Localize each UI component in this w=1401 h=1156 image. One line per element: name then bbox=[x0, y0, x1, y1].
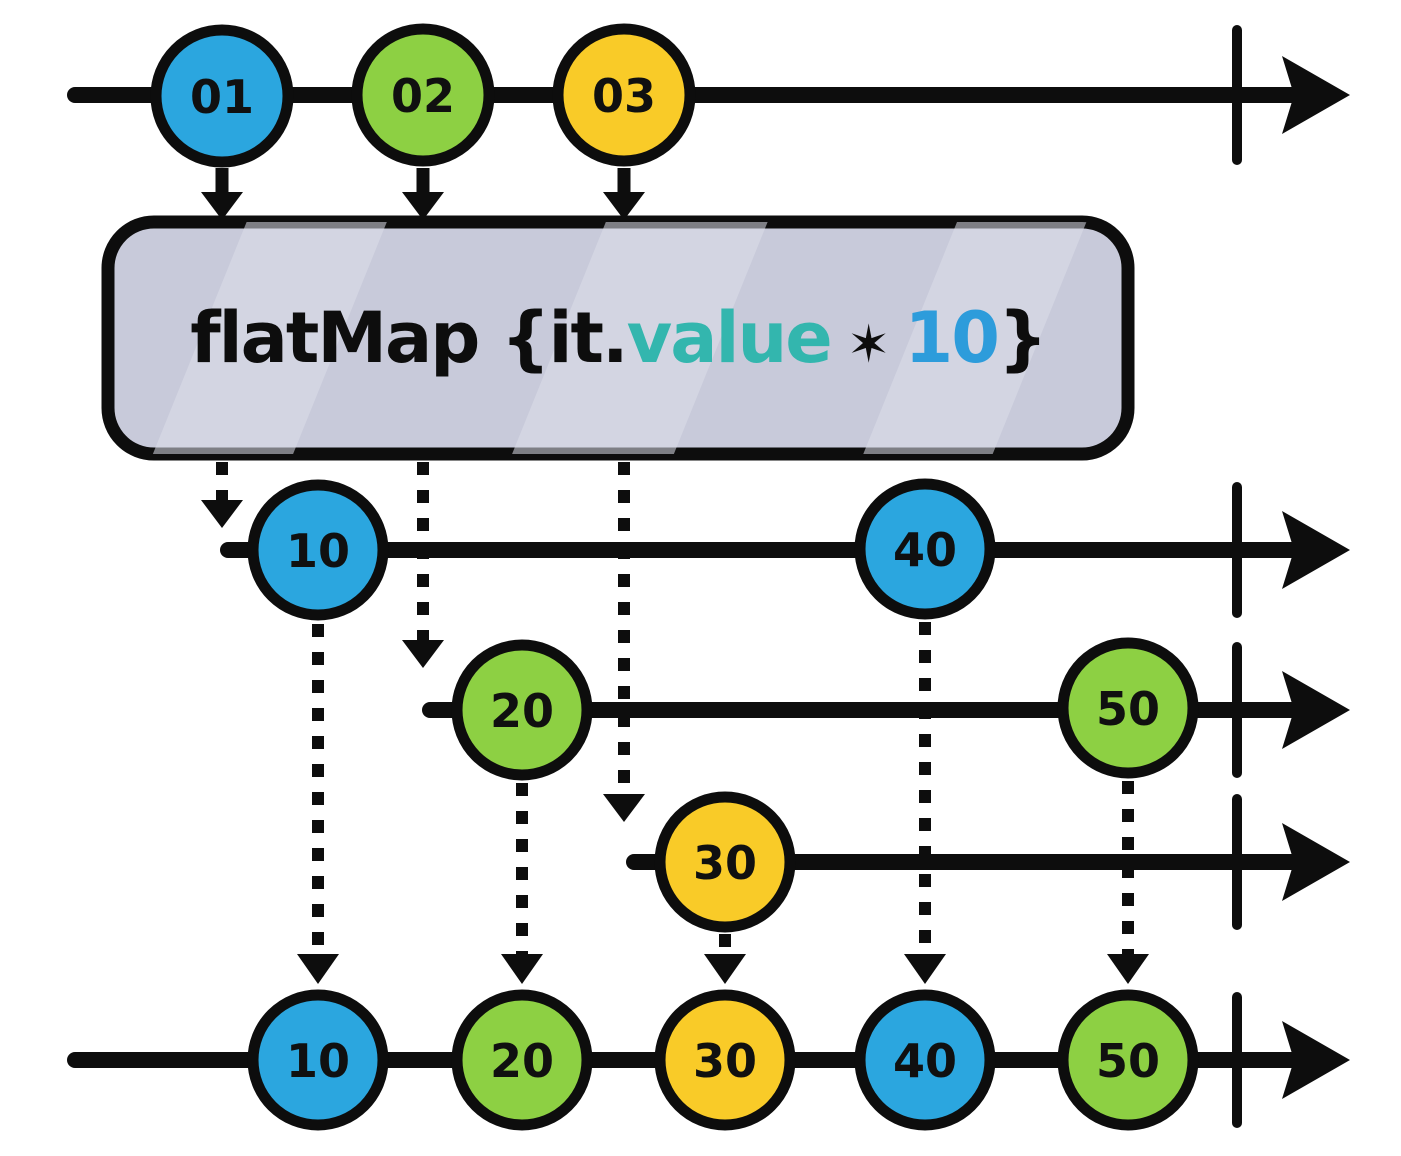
marble: 10 bbox=[247, 479, 389, 621]
marble-label: 30 bbox=[693, 836, 757, 890]
arrowhead-icon bbox=[297, 954, 339, 984]
marble: 40 bbox=[854, 989, 996, 1131]
marble-circle bbox=[1057, 637, 1199, 779]
operator-property: value bbox=[627, 297, 831, 379]
arrowhead-icon bbox=[1282, 823, 1350, 901]
merge-arrows bbox=[297, 622, 1149, 984]
inner-stream-3: 30 bbox=[626, 791, 1350, 933]
arrowhead-icon bbox=[704, 954, 746, 984]
marble-label: 20 bbox=[490, 684, 554, 738]
marble: 03 bbox=[552, 23, 696, 167]
marble-circle bbox=[451, 639, 593, 781]
arrowhead-icon bbox=[201, 192, 243, 220]
emission-arrows-into-operator bbox=[201, 168, 645, 220]
marble: 30 bbox=[654, 791, 796, 933]
emission-arrow bbox=[201, 462, 243, 528]
arrowhead-icon bbox=[603, 794, 645, 822]
inner-stream-1: 10 40 bbox=[220, 478, 1350, 621]
marble-label: 20 bbox=[490, 1034, 554, 1088]
arrowhead-icon bbox=[402, 640, 444, 668]
marble-label: 50 bbox=[1096, 682, 1160, 736]
arrowhead-icon bbox=[1107, 954, 1149, 984]
marble: 20 bbox=[451, 639, 593, 781]
source-stream: 01 02 03 bbox=[67, 23, 1350, 168]
marble: 50 bbox=[1057, 637, 1199, 779]
marble-label: 02 bbox=[391, 69, 455, 123]
arrowhead-icon bbox=[603, 192, 645, 220]
arrowhead-icon bbox=[402, 192, 444, 220]
multiply-star-icon: ✶ bbox=[831, 315, 905, 375]
box-stripe bbox=[831, 222, 1109, 454]
inner-stream-2: 20 50 bbox=[422, 637, 1350, 781]
marble-circle bbox=[1057, 989, 1199, 1131]
marble: 02 bbox=[351, 23, 495, 167]
marble-circle bbox=[854, 989, 996, 1131]
operator-expression: flatMap {it.value ✶ 10} bbox=[190, 297, 1046, 379]
marble: 40 bbox=[854, 478, 996, 620]
emission-arrow bbox=[402, 168, 444, 220]
arrowhead-icon bbox=[904, 954, 946, 984]
operator-multiplier: 10 bbox=[905, 297, 998, 379]
marble-label: 03 bbox=[592, 69, 656, 123]
marble-label: 10 bbox=[286, 1034, 350, 1088]
emission-arrow bbox=[501, 783, 543, 984]
box-stripe bbox=[483, 222, 787, 454]
marble-circle bbox=[854, 478, 996, 620]
marble: 30 bbox=[654, 989, 796, 1131]
marble-circle bbox=[247, 989, 389, 1131]
marble-circle bbox=[247, 479, 389, 621]
marble-circle bbox=[150, 24, 294, 168]
marble: 10 bbox=[247, 989, 389, 1131]
marble: 20 bbox=[451, 989, 593, 1131]
marble-label: 30 bbox=[693, 1034, 757, 1088]
emission-arrow bbox=[704, 934, 746, 984]
arrowhead-icon bbox=[1282, 511, 1350, 589]
box-stripe bbox=[122, 222, 408, 454]
marble-label: 50 bbox=[1096, 1034, 1160, 1088]
marble: 01 bbox=[150, 24, 294, 168]
marble-label: 40 bbox=[893, 523, 957, 577]
operator-prefix: flatMap {it. bbox=[190, 297, 626, 379]
emission-arrow bbox=[1107, 781, 1149, 984]
marble-circle bbox=[552, 23, 696, 167]
arrowhead-icon bbox=[1282, 56, 1350, 134]
arrowhead-icon bbox=[501, 954, 543, 984]
marble-circle bbox=[351, 23, 495, 167]
marble: 50 bbox=[1057, 989, 1199, 1131]
marble-circle bbox=[654, 989, 796, 1131]
arrowhead-icon bbox=[1282, 1021, 1350, 1099]
operator-box: flatMap {it.value ✶ 10} bbox=[101, 215, 1135, 461]
emission-arrow bbox=[297, 624, 339, 984]
output-stream: 10 20 30 40 50 bbox=[67, 989, 1350, 1131]
operator-close-brace: } bbox=[998, 297, 1046, 379]
arrowhead-icon bbox=[1282, 671, 1350, 749]
marble-label: 01 bbox=[190, 70, 254, 124]
marble-label: 40 bbox=[893, 1034, 957, 1088]
marble-circle bbox=[451, 989, 593, 1131]
arrowhead-icon bbox=[201, 500, 243, 528]
emission-arrow bbox=[603, 168, 645, 220]
marble-circle bbox=[654, 791, 796, 933]
emission-arrow bbox=[603, 462, 645, 822]
box-stripes bbox=[122, 222, 1109, 454]
emission-arrow bbox=[402, 462, 444, 668]
marble-label: 10 bbox=[286, 524, 350, 578]
emission-arrow bbox=[904, 622, 946, 984]
emission-arrow bbox=[201, 168, 243, 220]
